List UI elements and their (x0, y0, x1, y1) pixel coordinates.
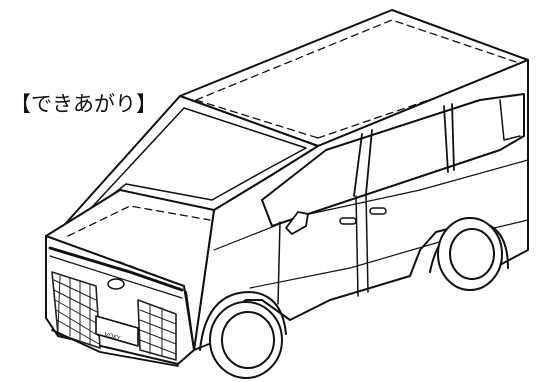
side-windows (261, 93, 525, 227)
side-character-line (213, 159, 529, 251)
headlight-strip (48, 246, 184, 292)
completed-caption: 【できあがり】 (10, 92, 157, 116)
voxy-badge: VOXY (103, 331, 121, 342)
license-plate (95, 315, 139, 347)
front-grille (51, 271, 177, 361)
door-handle (369, 207, 387, 215)
door-handle (339, 217, 357, 225)
roof-fold-line-front (195, 99, 319, 139)
emblem (107, 278, 125, 290)
side-mirror (285, 211, 309, 235)
front-wheel (209, 301, 283, 379)
